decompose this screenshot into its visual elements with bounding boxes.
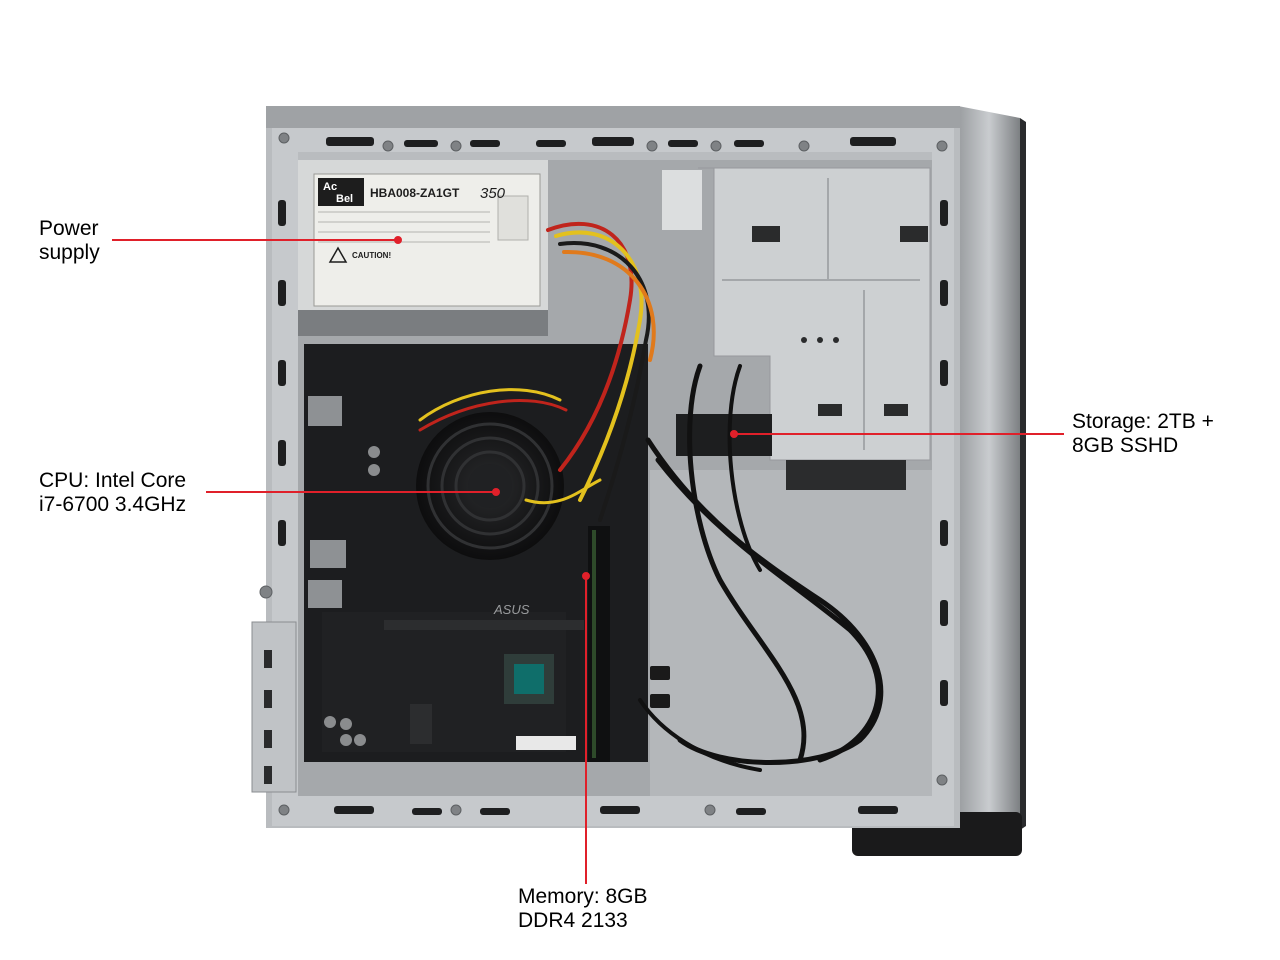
frame-slots	[278, 137, 948, 815]
cpu-leader-dot	[492, 488, 500, 496]
power-supply-unit	[298, 160, 548, 336]
psu-wattage: 350	[480, 185, 506, 202]
front-panel	[852, 106, 1026, 856]
psu-brand-top: Ac	[323, 181, 337, 193]
drive-cage	[662, 167, 931, 490]
warning-icon	[328, 246, 348, 263]
rear-expansion-brackets	[251, 621, 297, 793]
callout-memory: Memory: 8GB DDR4 2133	[518, 885, 648, 932]
callout-leader-lines	[112, 236, 1064, 884]
sata-connectors	[650, 666, 670, 708]
callout-power-supply: Power supply	[39, 217, 100, 264]
psu-caution: CAUTION!	[352, 251, 391, 260]
callout-storage: Storage: 2TB + 8GB SSHD	[1072, 410, 1214, 457]
frame-screws	[259, 132, 948, 816]
psu-model: HBA008-ZA1GT	[370, 186, 460, 200]
cpu-cooler-fan	[416, 412, 564, 560]
cable-bundle	[418, 221, 884, 772]
callout-cpu: CPU: Intel Core i7-6700 3.4GHz	[39, 469, 187, 516]
memory-leader-dot	[582, 572, 590, 580]
power-supply-leader-dot	[394, 236, 402, 244]
psu-brand-bottom: Bel	[336, 193, 353, 205]
storage-leader-dot	[730, 430, 738, 438]
motherboard-brand: ASUS	[493, 602, 530, 617]
